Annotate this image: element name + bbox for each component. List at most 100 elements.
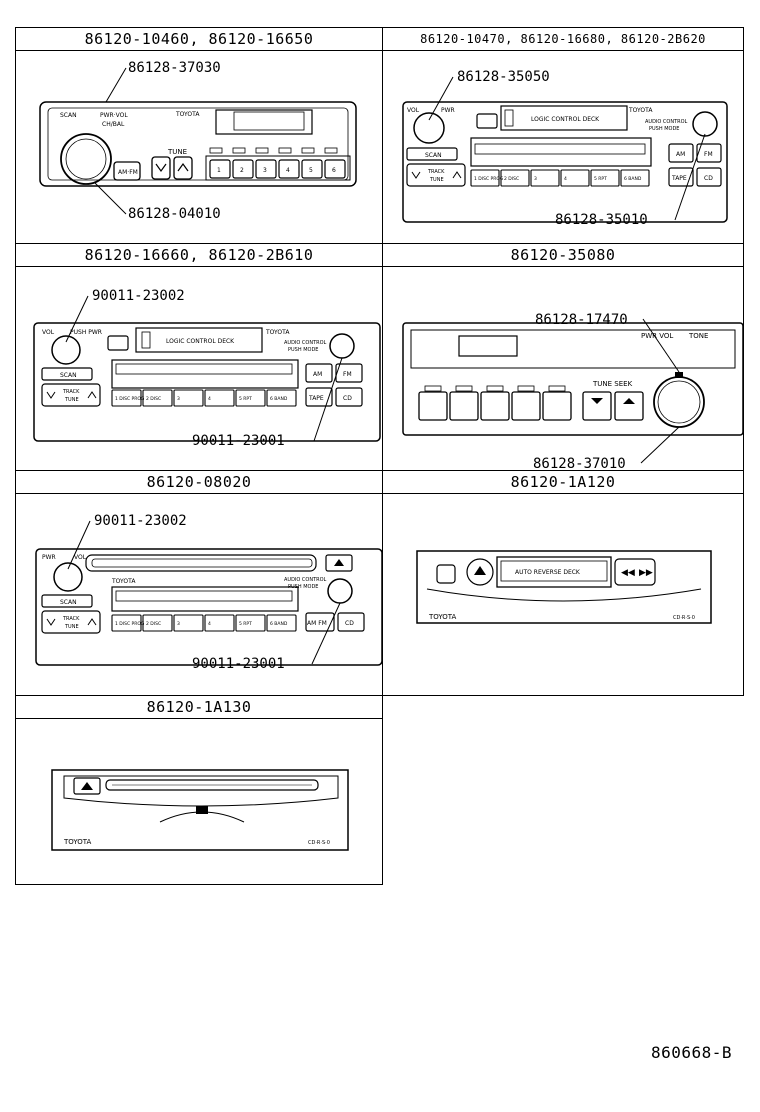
- fm-button[interactable]: [335, 363, 363, 383]
- key-button-5[interactable]: [235, 614, 266, 632]
- tape-button[interactable]: [305, 387, 333, 407]
- push-mode-label: PUSH MODE: [288, 584, 318, 590]
- key-button-2[interactable]: [500, 169, 530, 187]
- preset-button-5[interactable]: [542, 391, 572, 421]
- preset-button-4[interactable]: [511, 391, 541, 421]
- volume-knob[interactable]: [60, 133, 112, 185]
- radio-diagram: VOL PWR TOYOTA LOGIC CONTROL DECK AUDIO …: [402, 69, 728, 228]
- key-button-3[interactable]: [173, 389, 204, 407]
- fm-button[interactable]: [696, 143, 722, 163]
- tune-up-button[interactable]: [173, 156, 193, 180]
- preset-button-1[interactable]: [209, 159, 231, 179]
- audio-control-label: AUDIO CONTROL: [284, 340, 327, 346]
- key-label: 4: [564, 176, 567, 182]
- volume-knob[interactable]: [653, 376, 705, 428]
- preset-indicator: [517, 385, 535, 392]
- track-tune-button[interactable]: [41, 383, 101, 407]
- scan-button[interactable]: [41, 367, 93, 381]
- key-button-2[interactable]: [142, 389, 173, 407]
- scan-label: SCAN: [60, 112, 77, 119]
- key-button-3[interactable]: [173, 614, 204, 632]
- key-button-6[interactable]: [266, 389, 297, 407]
- tape-button[interactable]: [668, 167, 694, 187]
- preset-button-5[interactable]: [301, 159, 323, 179]
- key-button-5[interactable]: [590, 169, 620, 187]
- preset-indicator: [301, 147, 315, 154]
- preset-indicator: [324, 147, 338, 154]
- seek-up-button[interactable]: [614, 391, 644, 421]
- scan-label: SCAN: [60, 372, 77, 379]
- preset-indicator: [548, 385, 566, 392]
- key-button-1[interactable]: [470, 169, 500, 187]
- eject-button[interactable]: [107, 335, 129, 351]
- cd-button[interactable]: [337, 612, 365, 632]
- push-mode-label: PUSH MODE: [288, 347, 318, 353]
- key-button-3[interactable]: [530, 169, 560, 187]
- am-button[interactable]: [305, 363, 333, 383]
- callout-audio-knob: 86128-35010: [555, 212, 648, 228]
- preset-button-1[interactable]: [418, 391, 448, 421]
- seek-down-button[interactable]: [582, 391, 612, 421]
- preset-button-2[interactable]: [232, 159, 254, 179]
- track-tune-button[interactable]: [41, 610, 101, 634]
- volume-knob[interactable]: [53, 562, 83, 592]
- eject-button[interactable]: [476, 113, 498, 129]
- pwr-vol-label: PWR·VOL: [100, 112, 128, 119]
- key-button-2[interactable]: [142, 614, 173, 632]
- preset-indicator: [232, 147, 246, 154]
- key-label: 2 DISC: [504, 176, 519, 182]
- scan-button[interactable]: [406, 147, 458, 161]
- preset-indicator: [486, 385, 504, 392]
- preset-button-4[interactable]: [278, 159, 300, 179]
- key-button-4[interactable]: [204, 614, 235, 632]
- callout-vol-knob: 90011-23002: [94, 513, 187, 529]
- cd-button[interactable]: [696, 167, 722, 187]
- model-label: CD·R·S·0: [308, 840, 330, 846]
- radio-diagram: TOYOTA CD·R·S·0: [51, 769, 349, 851]
- track-tune-button[interactable]: [406, 163, 466, 187]
- key-button-1[interactable]: [111, 389, 142, 407]
- key-label: 2 DISC: [146, 396, 161, 402]
- key-button-6[interactable]: [620, 169, 650, 187]
- panel-header: 86120-35080: [383, 244, 743, 267]
- key-label: 6 BAND: [270, 621, 288, 627]
- audio-knob[interactable]: [329, 333, 355, 359]
- volume-knob[interactable]: [51, 335, 81, 365]
- key-label: 4: [208, 396, 211, 402]
- eject-button[interactable]: [73, 777, 101, 795]
- key-button-1[interactable]: [111, 614, 142, 632]
- volume-knob[interactable]: [413, 112, 445, 144]
- rew-ff-button[interactable]: [614, 558, 656, 586]
- tune-down-button[interactable]: [151, 156, 171, 180]
- vol-label: VOL: [74, 554, 87, 561]
- audio-knob[interactable]: [692, 111, 718, 137]
- am-button[interactable]: [668, 143, 694, 163]
- eject-button[interactable]: [466, 558, 494, 586]
- key-button-4[interactable]: [204, 389, 235, 407]
- audio-knob[interactable]: [327, 578, 353, 604]
- am-fm-button[interactable]: [113, 161, 141, 181]
- tune-label: TUNE: [64, 397, 79, 403]
- am-label: AM: [676, 151, 685, 158]
- cd-button[interactable]: [335, 387, 363, 407]
- callout-audio-knob: 90011-23001: [192, 656, 285, 672]
- am-fm-button[interactable]: [305, 612, 335, 632]
- callout-knob-base: 86128-04010: [128, 206, 221, 222]
- radio-diagram: PWR VOL TOYOTA AUDIO CONTROL PUSH MODE S…: [35, 513, 382, 672]
- key-button-5[interactable]: [235, 389, 266, 407]
- key-button-6[interactable]: [266, 614, 297, 632]
- eject-button[interactable]: [325, 554, 353, 572]
- power-button[interactable]: [436, 564, 456, 584]
- panel-header: 86120-10470, 86120-16680, 86120-2B620: [383, 28, 743, 51]
- preset-button-2[interactable]: [449, 391, 479, 421]
- brand-label: TOYOTA: [265, 329, 290, 336]
- preset-button-3[interactable]: [480, 391, 510, 421]
- drawing-number: 860668-B: [650, 1043, 732, 1062]
- scan-button[interactable]: [41, 594, 93, 608]
- preset-button-6[interactable]: [324, 159, 346, 179]
- key-button-4[interactable]: [560, 169, 590, 187]
- radio-diagram: AUTO REVERSE DECK ◀◀ ▶▶ TOYOTA CD·R·S·0: [416, 550, 712, 624]
- rewind-icon: ◀◀: [621, 568, 635, 578]
- preset-button-3[interactable]: [255, 159, 277, 179]
